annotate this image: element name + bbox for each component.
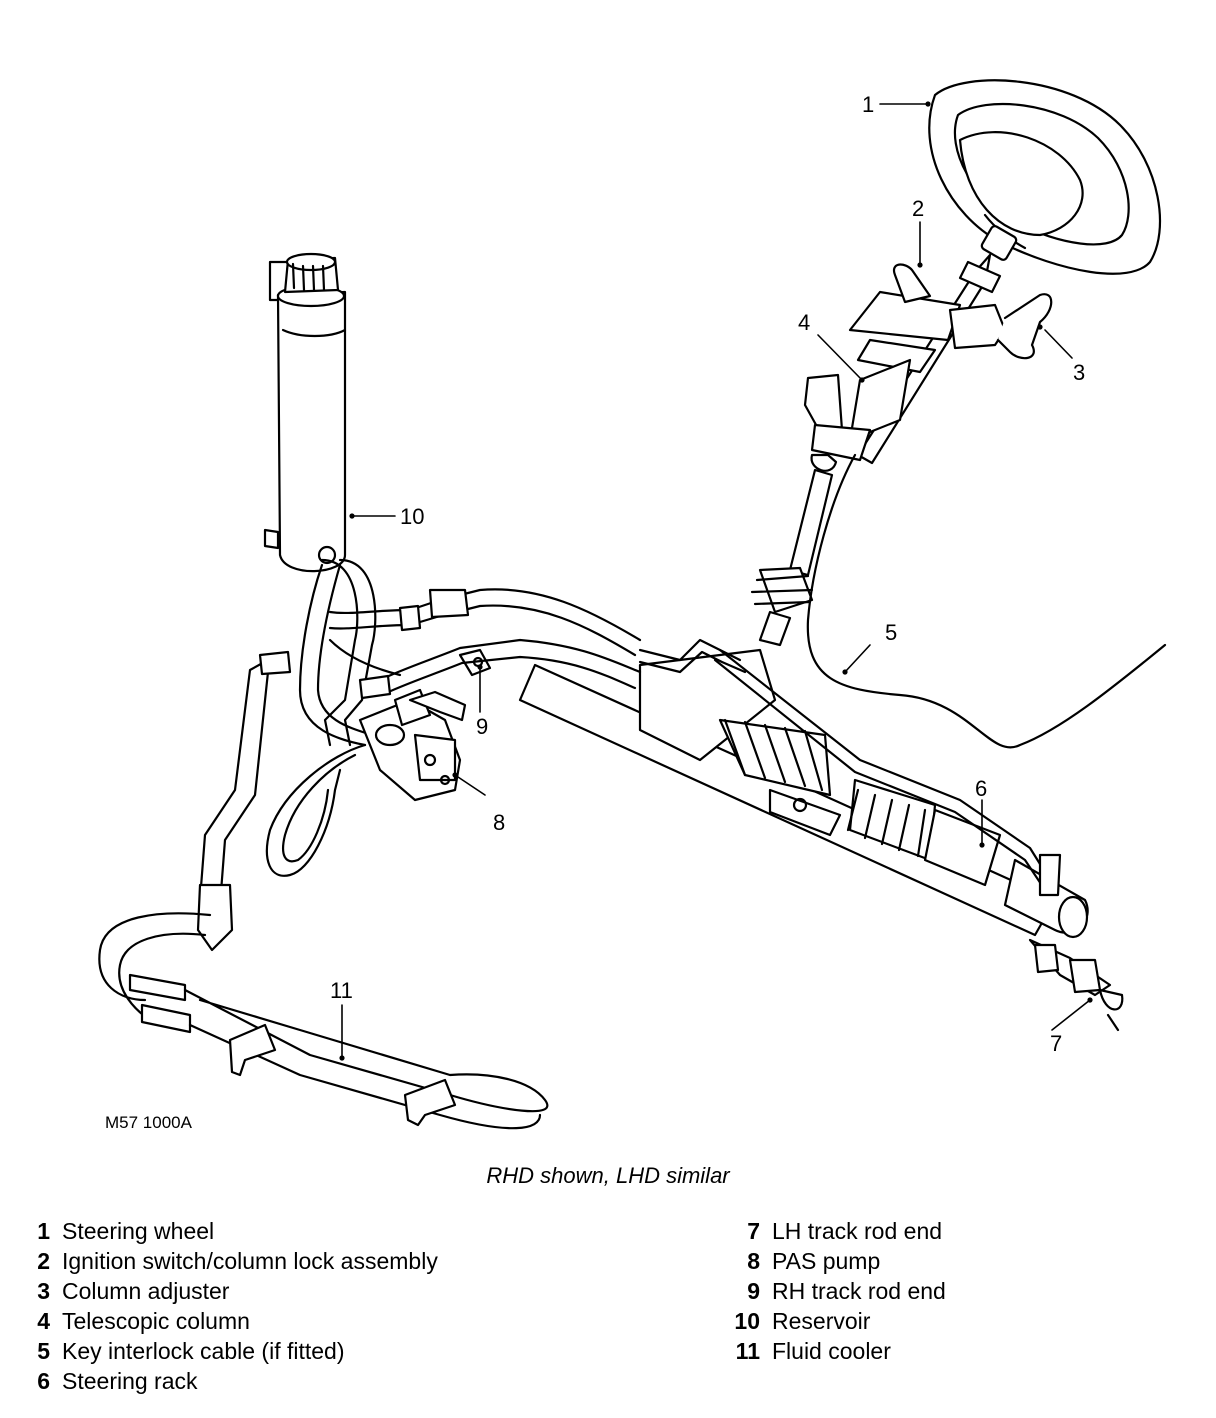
legend-label: Ignition switch/column lock assembly: [62, 1248, 438, 1274]
legend-label: Steering rack: [62, 1368, 198, 1394]
legend-right-column: 7 LH track rod end 8 PAS pump 9 RH track ro…: [730, 1216, 946, 1366]
legend-item: 6 Steering rack: [20, 1366, 438, 1396]
pas-pump: [358, 688, 467, 802]
legend-item: 3 Column adjuster: [20, 1276, 438, 1306]
legend-label: Column adjuster: [62, 1278, 230, 1304]
legend-label: LH track rod end: [772, 1218, 943, 1244]
legend-item: 7 LH track rod end: [730, 1216, 946, 1246]
legend-number: 11: [735, 1338, 760, 1364]
lh-track-rod-end: [1028, 938, 1124, 1032]
legend-item: 4 Telescopic column: [20, 1306, 438, 1336]
pressure-hose-loop: [265, 743, 367, 877]
fluid-cooler: [183, 988, 549, 1130]
callout-1: 1: [862, 92, 874, 117]
legend-label: PAS pump: [772, 1248, 881, 1274]
legend-item: 1 Steering wheel: [20, 1216, 438, 1246]
legend-left-column: 1 Steering wheel 2 Ignition switch/column …: [20, 1216, 438, 1396]
callout-3: 3: [1073, 360, 1085, 385]
callout-4: 4: [798, 310, 810, 335]
intermediate-shaft: [750, 468, 834, 647]
steering-wheel: [928, 79, 1162, 275]
figure-caption: RHD shown, LHD similar: [486, 1163, 730, 1188]
steering-column: [803, 253, 1053, 472]
legend-number: 3: [37, 1278, 50, 1304]
legend-number: 8: [747, 1248, 760, 1274]
callout-9: 9: [476, 714, 488, 739]
steering-system-diagram: 1 2 3 4 5 6 7 8 9 10 11 M57 1000A: [98, 79, 1167, 1132]
legend-number: 7: [747, 1218, 760, 1244]
steering-rack: [518, 648, 1089, 939]
legend-item: 10 Reservoir: [730, 1306, 946, 1336]
legend-label: Steering wheel: [62, 1218, 215, 1244]
legend-label: Reservoir: [772, 1308, 871, 1334]
callout-8: 8: [493, 810, 505, 835]
legend-number: 1: [37, 1218, 50, 1244]
callout-2: 2: [912, 196, 924, 221]
reservoir: [263, 252, 347, 573]
legend-label: Fluid cooler: [772, 1338, 891, 1364]
leader-lines: [341, 103, 1091, 1059]
legend-number: 5: [37, 1338, 50, 1364]
cooler-lines: [98, 650, 292, 1034]
legend-item: 5 Key interlock cable (if fitted): [20, 1336, 438, 1366]
fluid-hoses: [298, 558, 1062, 897]
callout-7: 7: [1050, 1031, 1062, 1056]
legend-label: Telescopic column: [62, 1308, 250, 1334]
legend-number: 9: [747, 1278, 760, 1304]
legend-item: 2 Ignition switch/column lock assembly: [20, 1246, 438, 1276]
legend-item: 11 Fluid cooler: [730, 1336, 946, 1366]
legend-number: 6: [37, 1368, 50, 1394]
legend-number: 10: [734, 1308, 760, 1334]
legend-number: 2: [37, 1248, 50, 1274]
callout-10: 10: [400, 504, 424, 529]
callout-5: 5: [885, 620, 897, 645]
callout-6: 6: [975, 776, 987, 801]
figure-reference: M57 1000A: [105, 1113, 193, 1132]
legend-item: 9 RH track rod end: [730, 1276, 946, 1306]
legend-number: 4: [37, 1308, 50, 1334]
legend-label: Key interlock cable (if fitted): [62, 1338, 345, 1364]
callout-11: 11: [330, 978, 353, 1003]
legend-label: RH track rod end: [772, 1278, 946, 1304]
key-interlock-cable: [806, 453, 1167, 749]
legend-item: 8 PAS pump: [730, 1246, 946, 1276]
